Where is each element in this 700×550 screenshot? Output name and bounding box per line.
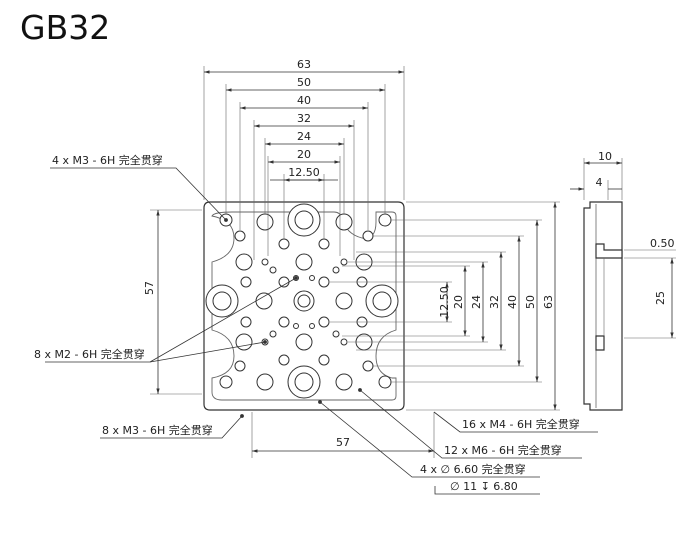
top-dim-50: 50 <box>297 76 311 89</box>
left-dim-57: 57 <box>143 281 156 295</box>
leader-dots <box>224 218 362 418</box>
top-dim-32: 32 <box>297 112 311 125</box>
side-dim-0-50: 0.50 <box>650 237 675 250</box>
hole-pattern <box>205 203 399 399</box>
top-dim-40: 40 <box>297 94 311 107</box>
right-dim-12-50: 12.50 <box>438 286 451 318</box>
callout-m3-bottom: 8 x M3 - 6H 完全贯穿 <box>102 423 213 437</box>
side-dim-10: 10 <box>598 150 612 163</box>
side-dim-4: 4 <box>596 176 603 189</box>
top-dimensions <box>203 66 405 260</box>
top-dim-20: 20 <box>297 148 311 161</box>
right-dim-50: 50 <box>524 295 537 309</box>
callout-counterbore-diameter: 4 x ∅ 6.60 完全贯穿 <box>420 462 526 476</box>
plate-side-view <box>570 158 676 411</box>
bottom-dim-57: 57 <box>336 436 350 449</box>
callout-m4: 16 x M4 - 6H 完全贯穿 <box>462 417 580 431</box>
callout-m3-top: 4 x M3 - 6H 完全贯穿 <box>52 153 163 167</box>
page-title: GB32 <box>20 8 111 47</box>
right-dim-24: 24 <box>470 295 483 309</box>
left-dimension <box>150 209 202 395</box>
side-dim-25: 25 <box>654 291 667 305</box>
top-dim-24: 24 <box>297 130 311 143</box>
right-dim-40: 40 <box>506 295 519 309</box>
right-dim-20: 20 <box>452 295 465 309</box>
right-dim-63: 63 <box>542 295 555 309</box>
callout-counterbore-depth: ∅ 11 ↧ 6.80 <box>450 480 518 493</box>
right-dimensions <box>330 201 560 411</box>
top-dim-12-50: 12.50 <box>288 166 320 179</box>
top-dim-63: 63 <box>297 58 311 71</box>
right-dim-32: 32 <box>488 295 501 309</box>
bottom-dimension <box>251 412 435 458</box>
callout-m6: 12 x M6 - 6H 完全贯穿 <box>444 443 562 457</box>
callout-m2: 8 x M2 - 6H 完全贯穿 <box>34 347 145 361</box>
callout-leaders <box>45 167 598 495</box>
